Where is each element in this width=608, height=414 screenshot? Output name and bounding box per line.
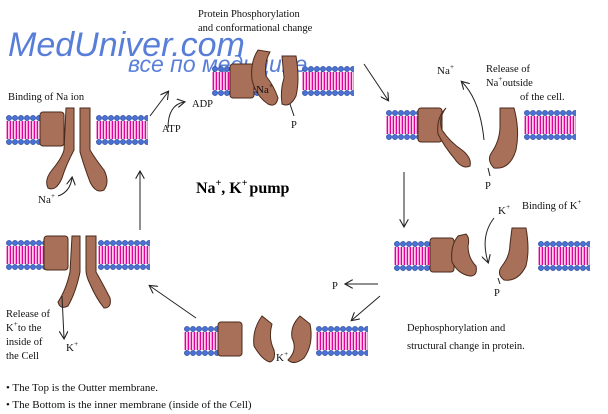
- pump-subunit-left: [253, 315, 275, 363]
- membrane-right: [98, 240, 150, 270]
- watermark-line1: MedUniver.com: [8, 26, 245, 64]
- pump-subunit-right: [287, 315, 312, 364]
- pump-body: [39, 111, 65, 147]
- na-binding-arrow: [57, 178, 72, 197]
- label-release-k-3: inside of: [6, 337, 43, 348]
- label-release-na-2: Na+outside: [486, 74, 533, 89]
- ion-na-label: Na+: [38, 191, 55, 206]
- phosphate-bond: [497, 277, 501, 285]
- pump-body: [229, 63, 255, 99]
- label-release-k-1: Release of: [6, 309, 51, 320]
- pump-subunit-left: [437, 107, 471, 168]
- phosphate-bond: [289, 103, 295, 117]
- phosphate-bond: [487, 167, 491, 177]
- pump-body: [417, 107, 443, 143]
- pump-subunit-right: [488, 107, 519, 169]
- pump-subunit-left: [251, 49, 279, 106]
- stage-binding-na: Binding of Na ion Na+: [6, 92, 148, 206]
- label-atp: ATP: [162, 124, 181, 135]
- pump-subunit-right: [280, 55, 299, 106]
- k-release-arrow: [62, 295, 64, 338]
- arrow-to-dephosphorylation: [352, 295, 381, 320]
- stage-binding-k: Binding of K+ K+ P: [394, 197, 590, 299]
- label-release-k-4: the Cell: [6, 351, 39, 362]
- label-binding-k: Binding of K+: [522, 197, 582, 212]
- label-dephos-2: structural change in protein.: [407, 341, 525, 352]
- ion-k-label: K+: [498, 202, 510, 217]
- label-phosphate: P: [494, 288, 500, 299]
- ion-na-label: Na+: [256, 81, 273, 96]
- arrow-to-release-k: [150, 286, 197, 319]
- atp-conversion: ATP ADP: [149, 92, 213, 135]
- membrane-right: [538, 241, 590, 271]
- pump-body: [429, 237, 455, 273]
- label-phosphate-released: P: [332, 281, 338, 292]
- note-top-membrane: • The Top is the Outter membrane.: [6, 382, 158, 394]
- pump-body: [43, 235, 69, 271]
- pump-subunit-right: [498, 227, 529, 281]
- membrane-right: [316, 326, 368, 356]
- legend-notes: • The Top is the Outter membrane. • The …: [6, 382, 252, 411]
- arrow-to-release-na: [363, 63, 388, 100]
- pump-subunit-left: [451, 233, 477, 277]
- stage-release-k: Release of K+to the inside of the Cell K…: [6, 235, 150, 362]
- pump-subunit-left: [46, 107, 75, 190]
- pump-subunit-right: [85, 235, 111, 309]
- membrane-right: [524, 110, 576, 140]
- pump-subunit-right: [79, 107, 108, 192]
- k-binding-arrow: [485, 217, 495, 262]
- ion-k-label: K+: [66, 339, 78, 354]
- stage-phosphorylation: Protein Phosphorylation and conformation…: [198, 9, 354, 131]
- na-release-arrow: [462, 82, 485, 141]
- stage-dephosphorylation: Dephosphorylation and structural change …: [184, 315, 525, 364]
- stage-release-na: Release of Na+outside of the cell. Na+ P: [386, 62, 576, 192]
- label-dephos-1: Dephosphorylation and: [407, 323, 506, 334]
- ion-k-label: K+: [276, 349, 288, 364]
- pump-body: [217, 321, 243, 357]
- arrow-to-phosphorylation: [149, 92, 168, 117]
- label-release-na-3: of the cell.: [520, 92, 565, 103]
- label-phosphorylation-1: Protein Phosphorylation: [198, 9, 301, 20]
- label-phosphate: P: [485, 181, 491, 192]
- label-release-k-2: K+to the: [6, 319, 42, 334]
- diagram-title: Na+, K+pump: [196, 178, 290, 197]
- label-release-na-1: Release of: [486, 64, 531, 75]
- membrane-right: [96, 115, 148, 145]
- label-adp: ADP: [192, 99, 213, 110]
- label-phosphate: P: [291, 120, 297, 131]
- label-binding-na: Binding of Na ion: [8, 92, 85, 103]
- note-bottom-membrane: • The Bottom is the inner membrane (insi…: [6, 399, 252, 411]
- atp-adp-arrow: [167, 102, 184, 129]
- ion-na-label: Na+: [437, 62, 454, 77]
- label-phosphorylation-2: and conformational change: [198, 23, 313, 34]
- membrane-right: [302, 66, 354, 96]
